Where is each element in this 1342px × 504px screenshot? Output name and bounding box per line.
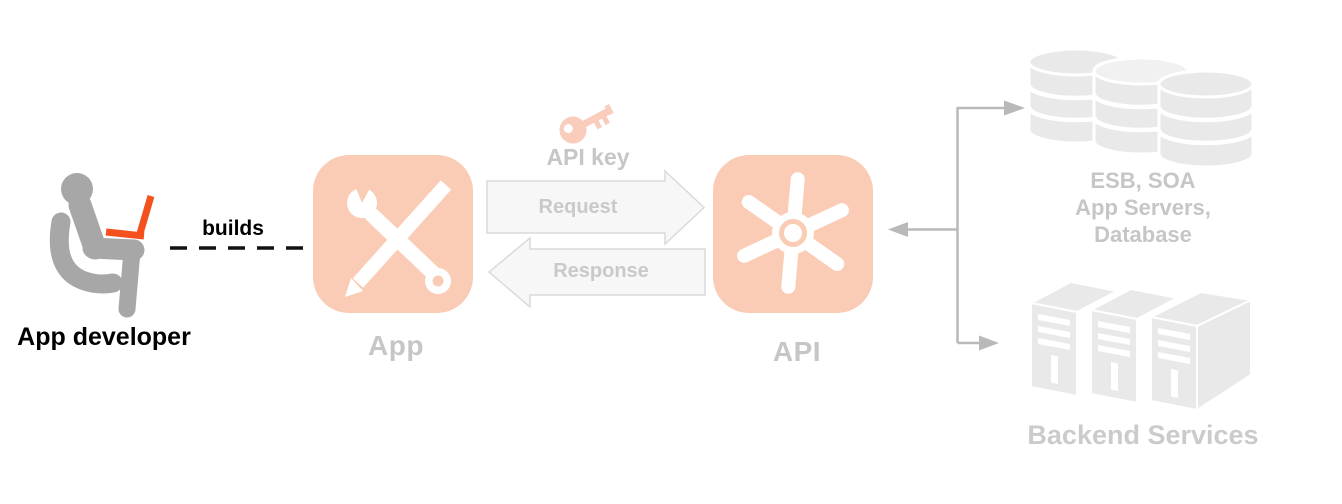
esb-label-line-1: ESB, SOA [1090, 168, 1196, 193]
arrow-to-backend-services [957, 335, 999, 351]
server-towers-icon [1030, 281, 1252, 411]
backend-services-label: Backend Services [1027, 420, 1259, 450]
response-arrow [487, 236, 706, 309]
esb-label-line-2: App Servers, [1075, 195, 1211, 220]
builds-label: builds [202, 217, 264, 240]
response-label: Response [553, 260, 649, 282]
arrow-to-esb [1004, 100, 1025, 116]
key-icon [559, 104, 614, 144]
esb-label-line-3: Database [1094, 222, 1192, 247]
database-cylinders-icon [1026, 47, 1256, 169]
turbine-gear-api-icon [713, 155, 873, 313]
request-label: Request [538, 196, 618, 218]
person-with-laptop-icon [49, 173, 145, 318]
backend-connector-lines [888, 100, 1025, 351]
laptop-icon [105, 195, 155, 240]
app-developer-label: App developer [17, 323, 191, 351]
esb-soa-label: ESB, SOA App Servers, Database [1075, 167, 1211, 248]
request-arrow [486, 169, 706, 246]
app-label: App [368, 330, 424, 361]
arrow-to-api [888, 222, 958, 237]
api-label: API [772, 336, 822, 367]
api-key-label: API key [546, 144, 630, 170]
wrench-and-pencil-app-icon [313, 155, 473, 313]
